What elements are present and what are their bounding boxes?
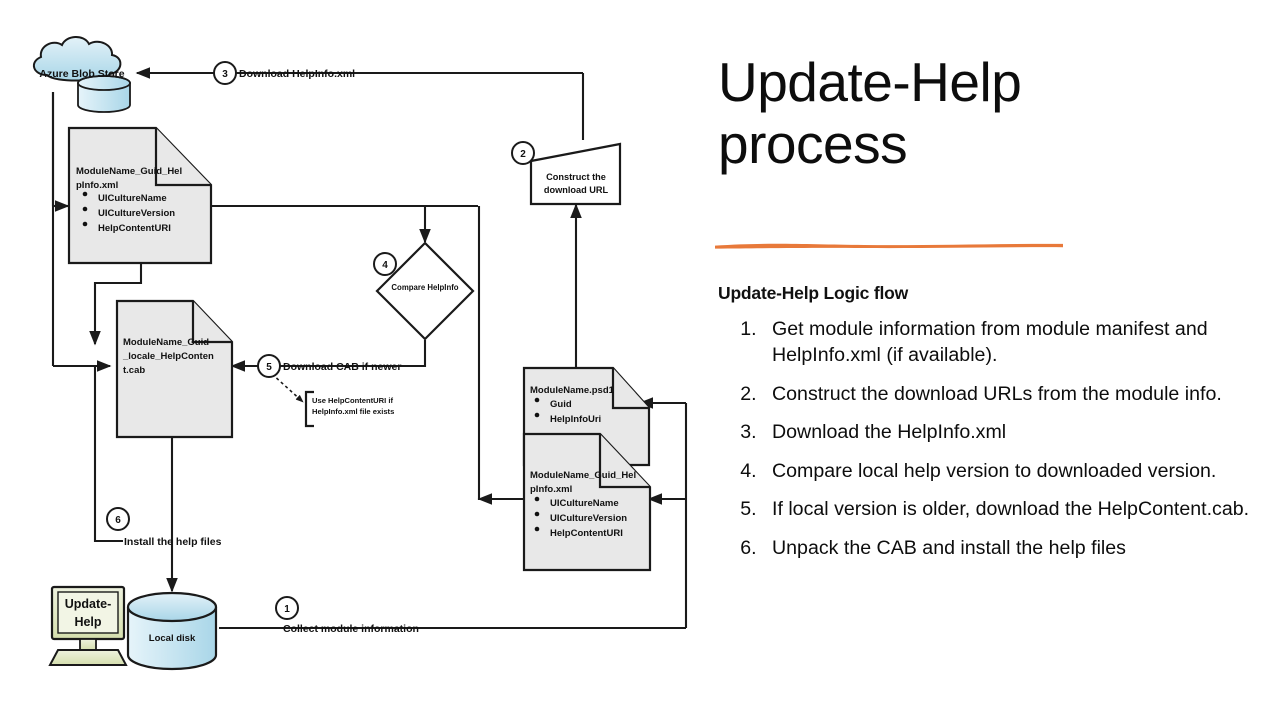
step-label-5: Download CAB if newer	[283, 361, 401, 373]
list-item: Unpack the CAB and install the help file…	[762, 535, 1280, 561]
update-help-flow-diagram: Azure Blob Store ModuleName_Guid_Hel pIn…	[32, 36, 688, 671]
note-use-helpcontenturi: Use HelpContentURI if HelpInfo.xml file …	[304, 390, 394, 428]
connector-lines	[51, 67, 688, 630]
step-label-3: Download HelpInfo.xml	[239, 68, 355, 80]
bullet-dot	[534, 397, 540, 403]
list-item: Construct the download URLs from the mod…	[762, 381, 1280, 407]
doc-helpinfo-left-b2: HelpContentURI	[98, 223, 171, 234]
doc-helpinfo-right-title-1: ModuleName_Guid_Hel	[530, 470, 636, 481]
connector-helpinfo-to-cab	[89, 263, 143, 346]
bullet-dot	[82, 206, 88, 212]
connector-6-rail	[93, 366, 123, 543]
doc-helpinfo-left-b1: UICultureVersion	[98, 208, 175, 219]
bullet-dot	[534, 412, 540, 418]
step-marker-4-circle	[373, 252, 397, 276]
list-item: Get module information from module manif…	[762, 316, 1280, 368]
step-marker-6-circle	[106, 507, 130, 531]
local-disk-label: Local disk	[149, 633, 196, 644]
doc-helpinfo-right: ModuleName_Guid_Hel pInfo.xml UICultureN…	[522, 432, 652, 572]
bullet-dot	[534, 511, 540, 517]
cloud-label: Azure Blob Store	[39, 68, 124, 80]
step-markers: 1 Collect module information 2 3 Downloa…	[106, 61, 535, 635]
doc-helpinfo-left: ModuleName_Guid_Hel pInfo.xml UICultureN…	[67, 126, 213, 265]
computer-label-1: Update-	[65, 597, 112, 611]
doc-cab-line-1: ModuleName_Guid	[123, 337, 209, 348]
page-title-line-2: process	[718, 112, 908, 175]
step-marker-5-circle	[257, 354, 281, 378]
process-construct-line-1: Construct the	[546, 172, 606, 182]
accent-underline	[715, 243, 1063, 249]
bullet-dot	[82, 221, 88, 227]
process-construct-line-2: download URL	[544, 185, 609, 195]
step-marker-6-number: 6	[115, 515, 121, 526]
doc-helpcontent-cab: ModuleName_Guid _locale_HelpConten t.cab	[115, 299, 234, 439]
section-subheading: Update-Help Logic flow	[718, 283, 909, 303]
doc-psd1-title: ModuleName.psd1	[530, 385, 615, 396]
bullet-dot	[534, 526, 540, 532]
logic-flow-steps: Get module information from module manif…	[718, 316, 1280, 573]
doc-helpinfo-left-title-2: pInfo.xml	[76, 180, 118, 191]
doc-cab-line-3: t.cab	[123, 365, 145, 376]
step-marker-3-circle	[213, 61, 237, 85]
decision-compare-helpinfo: Compare HelpInfo	[375, 241, 475, 341]
doc-helpinfo-right-title-2: pInfo.xml	[530, 484, 572, 495]
note-line-1: Use HelpContentURI if	[312, 396, 393, 405]
doc-helpinfo-left-b0: UICultureName	[98, 193, 167, 204]
step-marker-5-number: 5	[266, 362, 272, 373]
bullet-dot	[82, 191, 88, 197]
connector-helpinfo-right-to-left-rail	[477, 206, 524, 501]
doc-helpinfo-right-b1: UICultureVersion	[550, 513, 627, 524]
process-construct-download-url: Construct the download URL	[529, 142, 622, 206]
doc-helpinfo-left-title-1: ModuleName_Guid_Hel	[76, 166, 182, 177]
azure-blob-store-node: Azure Blob Store	[32, 36, 131, 113]
step-marker-1-circle	[275, 596, 299, 620]
step-marker-2-number: 2	[520, 149, 526, 160]
step-marker-4-number: 4	[382, 260, 388, 271]
doc-helpinfo-right-b0: UICultureName	[550, 498, 619, 509]
computer-update-help: Update- Help	[48, 585, 128, 666]
page-title: Update-Help process	[718, 51, 1148, 175]
step-marker-2-circle	[511, 141, 535, 165]
list-item: If local version is older, download the …	[762, 496, 1280, 522]
note-line-2: HelpInfo.xml file exists	[312, 407, 394, 416]
step-label-6: Install the help files	[124, 536, 222, 548]
step-marker-3-number: 3	[222, 69, 228, 80]
local-disk-node: Local disk	[126, 591, 218, 671]
text-panel: Update-Help process Update-Help Logic fl…	[706, 0, 1280, 720]
connector-download-cab	[230, 340, 427, 372]
list-item: Download the HelpInfo.xml	[762, 419, 1280, 445]
doc-cab-line-2: _locale_HelpConten	[122, 351, 214, 362]
decision-compare-label: Compare HelpInfo	[391, 283, 458, 292]
step-marker-1-number: 1	[284, 604, 290, 615]
doc-psd1-b1: HelpInfoUri	[550, 414, 601, 425]
doc-psd1-b0: Guid	[550, 399, 572, 410]
page-title-line-1: Update-Help	[718, 51, 1022, 113]
doc-helpinfo-right-b2: HelpContentURI	[550, 528, 623, 539]
list-item: Compare local help version to downloaded…	[762, 458, 1280, 484]
step-label-1: Collect module information	[283, 623, 419, 635]
computer-label-2: Help	[74, 615, 101, 629]
bullet-dot	[534, 496, 540, 502]
connector-note-leader	[271, 373, 304, 403]
